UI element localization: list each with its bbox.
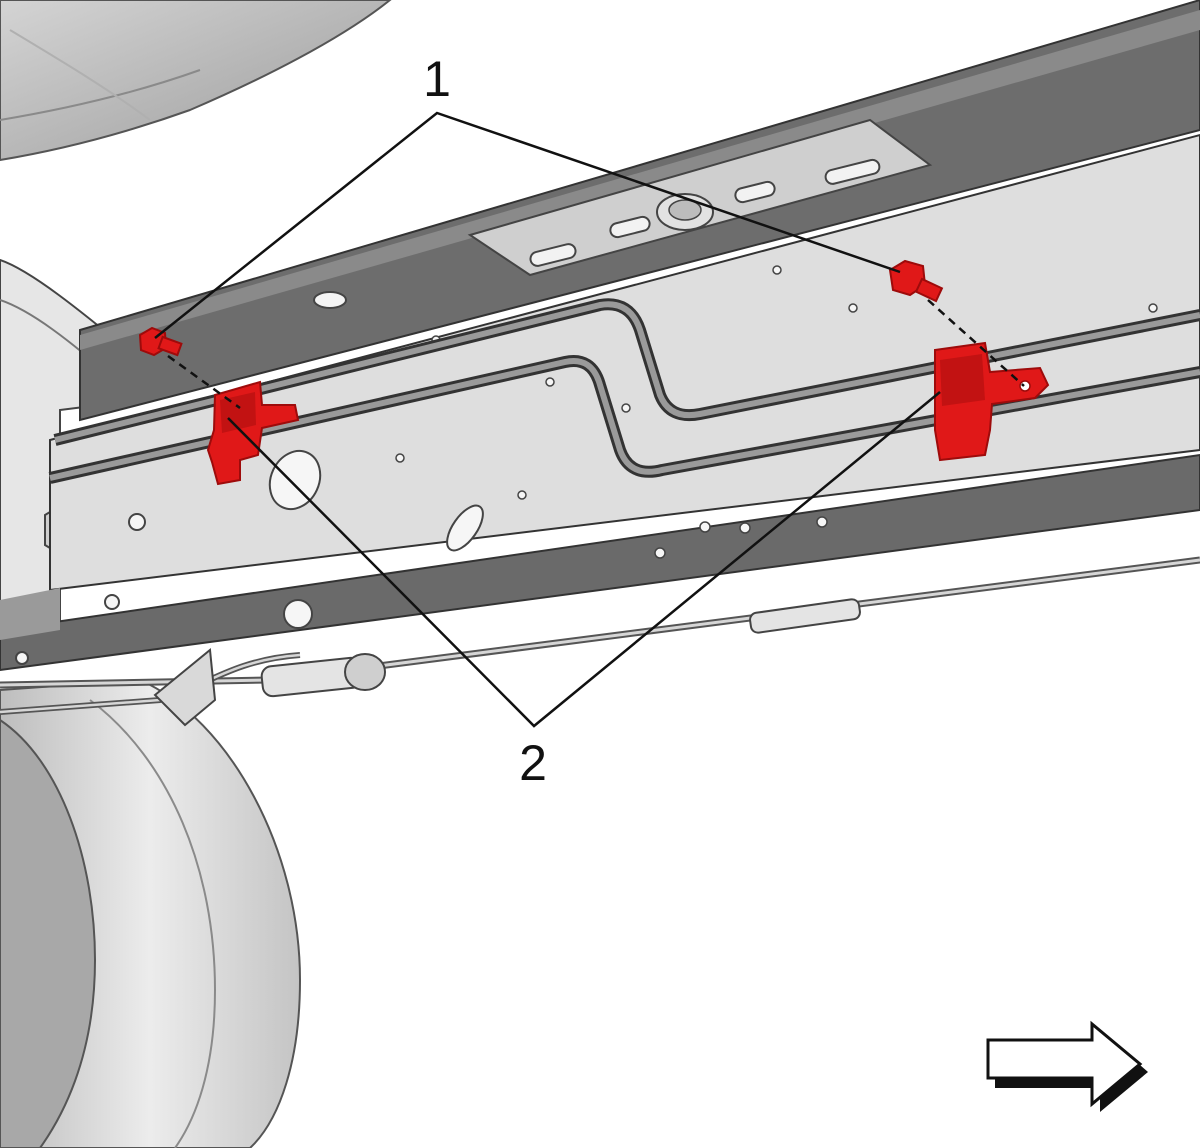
brake-lines (48, 298, 1200, 484)
clip-left (206, 380, 300, 486)
body-panel (0, 0, 392, 162)
callout-2-label: 2 (519, 735, 547, 791)
callout-1-label: 1 (423, 51, 451, 107)
tire (0, 678, 302, 1148)
brake-cable (0, 556, 1200, 727)
bolt-right (888, 259, 944, 303)
install-dash-lines (167, 299, 1025, 410)
leader-lines (154, 111, 941, 728)
arrow-right-icon (986, 1020, 1148, 1112)
frame-rail (0, 0, 1200, 672)
